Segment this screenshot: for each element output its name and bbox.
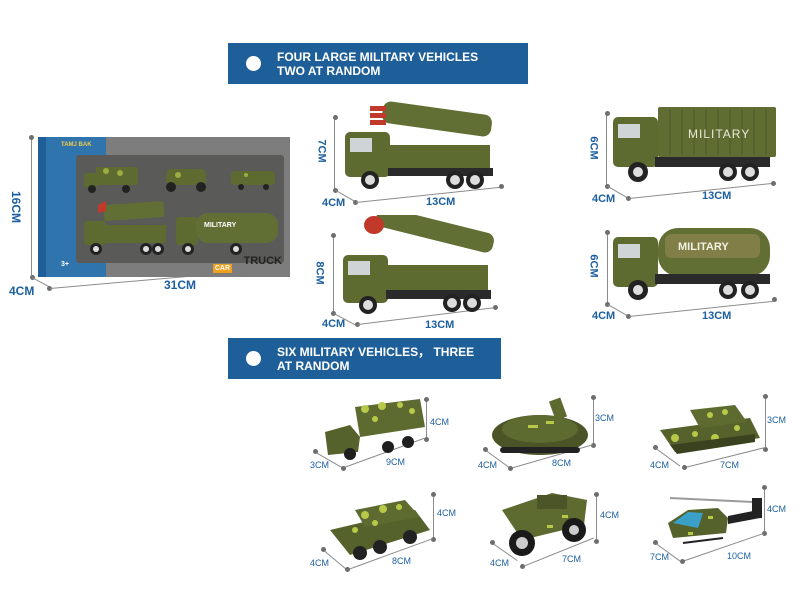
dim-depth: 4CM	[322, 197, 346, 209]
dim-depth: 4CM	[478, 460, 498, 470]
dim-height: 3CM	[595, 413, 615, 423]
dim-height: 8CM	[313, 261, 326, 285]
dim-height: 6CM	[587, 254, 600, 278]
dim-length: 13CM	[702, 310, 732, 322]
dim-height: 6CM	[587, 136, 600, 160]
dim-height: 7CM	[315, 139, 328, 163]
age-label: 3+	[61, 261, 69, 268]
dim-height: 16CM	[9, 190, 24, 224]
svg-text:MILITARY: MILITARY	[204, 222, 237, 229]
brand-logo: TAMJ BAK	[61, 142, 92, 148]
dim-height: 4CM	[767, 504, 787, 514]
truck-logo: TRUCK	[243, 255, 283, 267]
svg-text:MILITARY: MILITARY	[678, 241, 729, 253]
dim-height: 3CM	[767, 415, 787, 425]
dim-length: 8CM	[392, 556, 412, 566]
dim-depth: 3CM	[310, 460, 330, 470]
dim-depth: 4CM	[490, 558, 510, 568]
dim-height: 4CM	[437, 508, 457, 518]
dim-length: 10CM	[727, 551, 752, 561]
dim-depth: 4CM	[9, 284, 35, 298]
dim-depth: 4CM	[322, 318, 346, 330]
dim-depth: 7CM	[650, 552, 670, 562]
dim-length: 31CM	[164, 278, 197, 292]
dim-height: 4CM	[600, 510, 620, 520]
car-logo: CAR	[212, 264, 232, 273]
package-box: TAMJ BAK	[38, 137, 290, 277]
banner-text: SIX MILITARY VEHICLES， THREE AT RANDOM	[277, 344, 475, 373]
svg-text:MILITARY: MILITARY	[688, 127, 750, 141]
banner-large-vehicles: FOUR LARGE MILITARY VEHICLES TWO AT RAND…	[228, 43, 528, 84]
banner-small-vehicles: SIX MILITARY VEHICLES， THREE AT RANDOM	[228, 338, 501, 379]
dim-length: 7CM	[562, 554, 582, 564]
dim-length: 13CM	[425, 319, 455, 331]
dim-length: 8CM	[552, 458, 572, 468]
dim-depth: 4CM	[592, 193, 616, 205]
bullet-icon	[246, 56, 261, 71]
dim-depth: 4CM	[592, 310, 616, 322]
dim-length: 13CM	[426, 196, 456, 208]
banner-text: FOUR LARGE MILITARY VEHICLES TWO AT RAND…	[277, 49, 479, 78]
dim-length: 9CM	[386, 457, 406, 467]
dim-length: 7CM	[720, 460, 740, 470]
dim-depth: 4CM	[310, 558, 330, 568]
bullet-icon	[246, 351, 261, 366]
dim-height: 4CM	[430, 417, 450, 427]
package-window: MILITARY	[76, 155, 284, 263]
dim-length: 13CM	[702, 190, 732, 202]
dim-depth: 4CM	[650, 460, 670, 470]
